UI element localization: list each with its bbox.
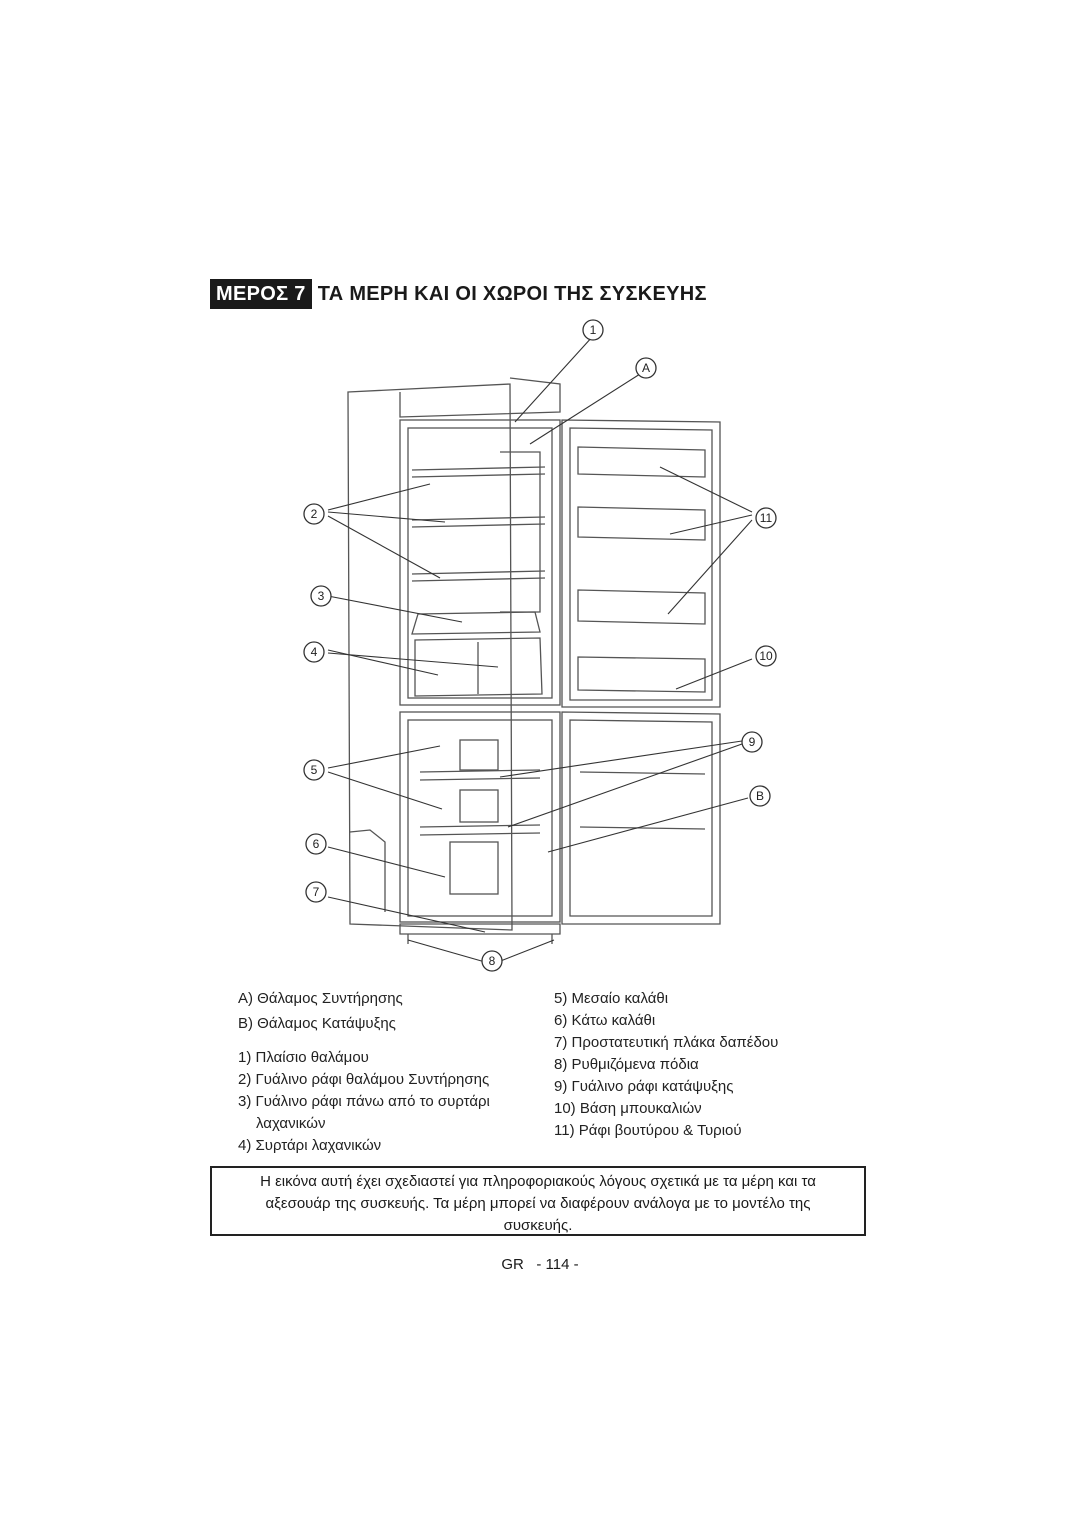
freezer-door <box>561 711 721 925</box>
crisper-cover <box>411 611 541 635</box>
legend-item-6: 6) Κάτω καλάθι <box>554 1012 656 1029</box>
callout-3: 3 <box>318 589 325 603</box>
callout-9: 9 <box>749 735 756 749</box>
legend-item-a: A) Θάλαμος Συντήρησης <box>238 990 403 1007</box>
legend-item-11: 11) Ράφι βουτύρου & Τυριού <box>554 1122 742 1139</box>
shelf-3 <box>411 570 546 582</box>
cabinet-side <box>347 383 513 931</box>
legend-right: 5) Μεσαίο καλάθι 6) Κάτω καλάθι 7) Προστ… <box>554 988 778 1142</box>
legend-item-7: 7) Προστατευτική πλάκα δαπέδου <box>554 1034 779 1051</box>
callout-1: 1 <box>590 323 597 337</box>
disclaimer-text: Η εικόνα αυτή έχει σχεδιαστεί για πληροφ… <box>260 1173 816 1234</box>
base-plate <box>399 923 561 935</box>
callout-11: 11 <box>760 511 773 525</box>
callout-8: 8 <box>489 954 496 968</box>
legend-left: A) Θάλαμος Συντήρησης B) Θάλαμος Κατάψυξ… <box>238 988 490 1157</box>
shelf-2 <box>411 516 546 528</box>
legend-item-9: 9) Γυάλινο ράφι κατάψυξης <box>554 1078 734 1095</box>
legend-item-1: 1) Πλαίσιο θαλάμου <box>238 1049 369 1066</box>
crisper-drawer <box>414 637 543 697</box>
legend-item-3: 3) Γυάλινο ράφι πάνω από το συρτάρι <box>238 1093 490 1110</box>
legend-item-2: 2) Γυάλινο ράφι θαλάμου Συντήρησης <box>238 1071 490 1088</box>
bottle-rack <box>577 656 706 693</box>
legend-item-10: 10) Βάση μπουκαλιών <box>554 1100 702 1117</box>
callout-7: 7 <box>313 885 320 899</box>
freezer-frame <box>399 711 561 923</box>
door-bin-3 <box>577 589 706 625</box>
door-bin-1 <box>577 446 706 478</box>
fridge-door <box>561 419 721 708</box>
page-number: GR - 114 - <box>501 1256 579 1273</box>
callout-10: 10 <box>759 649 773 663</box>
shelf-1 <box>411 466 546 478</box>
legend-item-3-cont: λαχανικών <box>256 1115 326 1132</box>
callout-4: 4 <box>311 645 318 659</box>
legend-item-b: B) Θάλαμος Κατάψυξης <box>238 1015 396 1032</box>
legend-item-8: 8) Ρυθμιζόμενα πόδια <box>554 1056 699 1073</box>
callout-2: 2 <box>311 507 318 521</box>
callout-6: 6 <box>313 837 320 851</box>
callout-5: 5 <box>311 763 318 777</box>
callout-a: A <box>642 361 650 375</box>
disclaimer-box: Η εικόνα αυτή έχει σχεδιαστεί για πληροφ… <box>210 1166 866 1236</box>
legend-item-5: 5) Μεσαίο καλάθι <box>554 990 669 1007</box>
legend-item-4: 4) Συρτάρι λαχανικών <box>238 1137 382 1154</box>
callout-b: B <box>756 789 764 803</box>
section-heading: ΜΕΡΟΣ 7 ΤΑ ΜΕΡΗ ΚΑΙ ΟΙ ΧΩΡΟΙ ΤΗΣ ΣΥΣΚΕΥΗ… <box>210 279 707 309</box>
door-bin-2 <box>577 506 706 541</box>
section-badge: ΜΕΡΟΣ 7 <box>210 279 312 309</box>
fridge-frame <box>399 419 561 706</box>
cabinet-top <box>399 377 561 418</box>
section-title: ΤΑ ΜΕΡΗ ΚΑΙ ΟΙ ΧΩΡΟΙ ΤΗΣ ΣΥΣΚΕΥΗΣ <box>317 282 707 305</box>
fridge-parts-diagram: 1 A 2 11 3 4 10 9 5 B 6 7 8 <box>303 319 777 972</box>
